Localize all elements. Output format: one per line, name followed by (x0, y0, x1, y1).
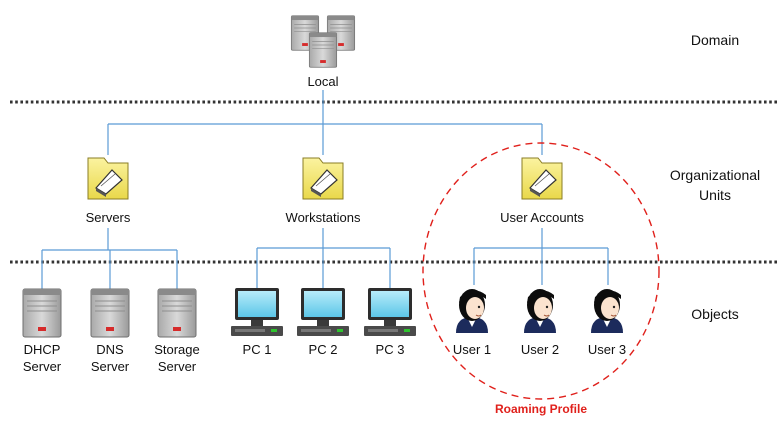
computer-icon (364, 288, 416, 336)
ou-label-workstations: Workstations (285, 210, 361, 225)
tier-label-ou: Organizational Units (652, 165, 778, 205)
object-label-dns-server: DNS Server (75, 341, 145, 375)
object-label-user-3: User 3 (587, 342, 627, 357)
ou-label-user-accounts: User Accounts (500, 210, 584, 225)
object-label-pc-1: PC 1 (242, 342, 272, 357)
tier-label-ou-line2: Units (699, 187, 731, 203)
object-label-line2: Server (22, 359, 62, 374)
folder-icon (302, 157, 344, 200)
object-label-line1: Storage (154, 342, 200, 357)
user-icon (455, 288, 489, 334)
object-label-pc-2: PC 2 (308, 342, 338, 357)
tier-label-objects: Objects (691, 306, 739, 322)
object-label-line1: DHCP (23, 342, 61, 357)
object-label-pc-3: PC 3 (375, 342, 405, 357)
object-label-user-2: User 2 (520, 342, 560, 357)
server-icon (157, 288, 197, 338)
tier-label-domain: Domain (690, 32, 740, 48)
computer-icon (231, 288, 283, 336)
folder-icon (87, 157, 129, 200)
computer-icon (297, 288, 349, 336)
folder-icon (521, 157, 563, 200)
server-cluster-icon (290, 15, 356, 68)
object-label-user-1: User 1 (452, 342, 492, 357)
user-icon (523, 288, 557, 334)
root-label: Local (307, 74, 339, 89)
connector-lines (41, 90, 609, 290)
object-label-storage-server: Storage Server (142, 341, 212, 375)
object-label-dhcp-server: DHCP Server (7, 341, 77, 375)
object-label-line2: Server (90, 359, 130, 374)
roaming-profile-label: Roaming Profile (494, 402, 587, 416)
object-label-line2: Server (157, 359, 197, 374)
user-icon (590, 288, 624, 334)
tier-label-ou-line1: Organizational (669, 167, 761, 183)
ou-label-servers: Servers (85, 210, 131, 225)
roaming-profile-boundary (422, 142, 660, 400)
server-icon (90, 288, 130, 338)
server-icon (22, 288, 62, 338)
object-label-line1: DNS (96, 342, 124, 357)
